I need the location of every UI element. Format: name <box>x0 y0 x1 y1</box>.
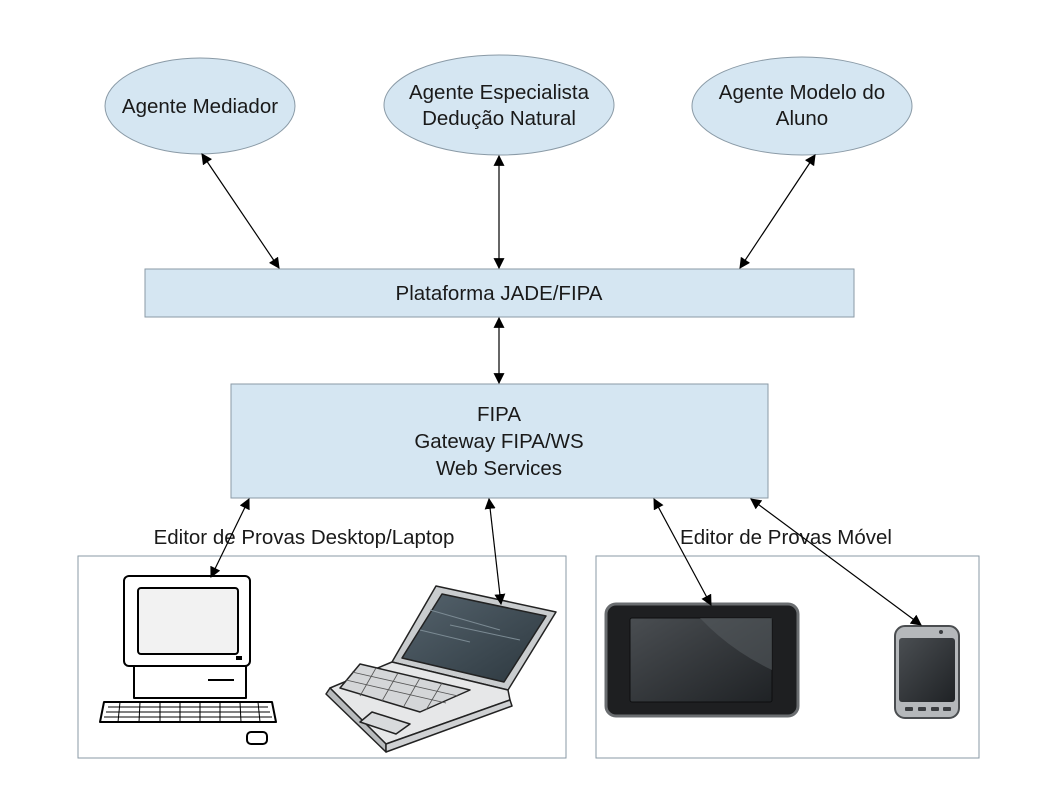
desktop-computer-icon <box>99 575 277 745</box>
gateway-label-3: Web Services <box>436 457 562 480</box>
agent-especialista-label-2: Dedução Natural <box>422 107 576 130</box>
smartphone-icon <box>894 625 960 719</box>
connector-modelo-plataforma <box>739 154 816 269</box>
gateway-label-2: Gateway FIPA/WS <box>414 430 583 453</box>
plataforma-label: Plataforma JADE/FIPA <box>396 282 603 305</box>
agent-mediador-node: Agente Mediador <box>104 57 296 155</box>
connector-gateway-smartphone <box>750 498 922 626</box>
connector-gateway-desktop <box>210 498 250 578</box>
agent-especialista-label-1: Agente Especialista <box>409 81 590 104</box>
agent-especialista-node: Agente Especialista Dedução Natural <box>383 54 615 156</box>
agent-modelo-node: Agente Modelo do Aluno <box>691 56 913 156</box>
desktop-group-label: Editor de Provas Desktop/Laptop <box>154 526 455 549</box>
desktop-group <box>77 555 567 759</box>
gateway-label-1: FIPA <box>477 403 521 426</box>
tablet-icon <box>604 602 800 718</box>
connector-mediador-plataforma <box>201 153 280 269</box>
agent-modelo-label-2: Aluno <box>776 107 828 130</box>
plataforma-node: Plataforma JADE/FIPA <box>144 268 855 318</box>
laptop-icon <box>325 585 557 753</box>
movel-group-label: Editor de Provas Móvel <box>680 526 892 549</box>
agent-modelo-label-1: Agente Modelo do <box>719 81 885 104</box>
connector-gateway-tablet <box>653 498 712 606</box>
gateway-node: FIPA Gateway FIPA/WS Web Services <box>230 383 769 499</box>
agent-mediador-label: Agente Mediador <box>122 95 278 118</box>
connector-gateway-laptop <box>484 497 506 606</box>
